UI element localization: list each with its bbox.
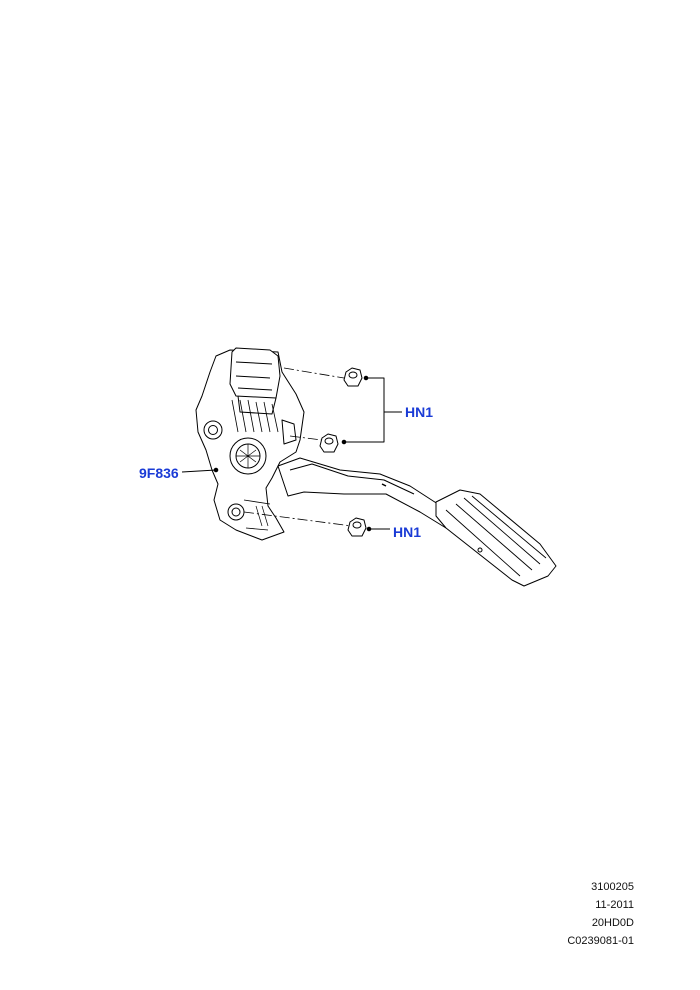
footer-ref: 20HD0D [591, 917, 634, 929]
callout-9f836[interactable]: 9F836 [139, 465, 179, 481]
pedal-housing [195, 347, 305, 541]
flange-nut-lower [347, 517, 367, 537]
flange-nut-upper [343, 367, 363, 387]
nut-leader-upper [283, 367, 345, 379]
flange-nut-middle [319, 433, 339, 453]
footer-illustration-id: C0239081-01 [567, 935, 634, 947]
callout-line-9f836 [181, 467, 219, 473]
nut-leader-lower [243, 511, 353, 527]
footer-date: 11-2011 [595, 899, 634, 911]
pedal-arm [277, 457, 453, 529]
callout-bracket-hn1 [341, 375, 402, 445]
footer-code: 3100205 [591, 881, 634, 893]
callout-hn1-upper[interactable]: HN1 [405, 404, 434, 420]
callout-hn1-lower[interactable]: HN1 [393, 524, 422, 540]
pedal-pad [435, 489, 557, 587]
callout-line-hn1-lower [366, 526, 390, 532]
nut-leader-middle [289, 435, 323, 441]
